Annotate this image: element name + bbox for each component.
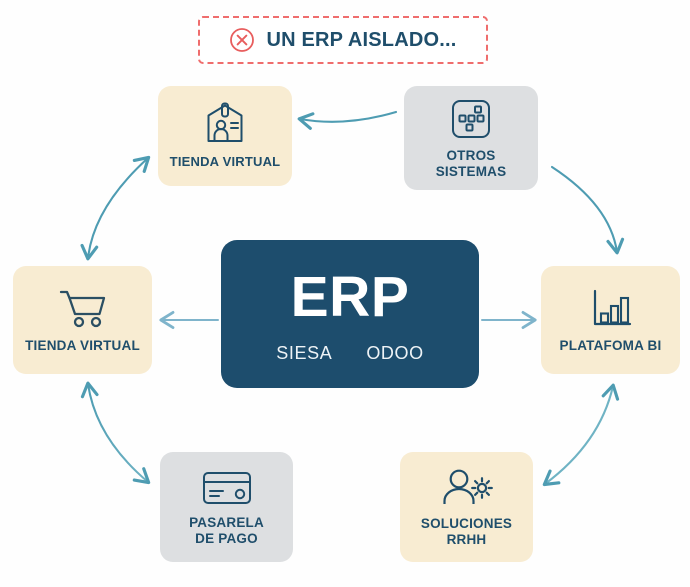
card-label: PLATAFOMA BI (559, 337, 662, 353)
bar-chart-icon (586, 286, 636, 332)
grid-squares-icon (448, 96, 494, 142)
card-label: TIENDA VIRTUAL (169, 154, 281, 170)
erp-vendor-siesa: SIESA (276, 342, 333, 363)
card-label: PASARELA DE PAGO (189, 514, 264, 546)
erp-vendor-odoo: ODOO (366, 342, 424, 363)
isolated-erp-banner: UN ERP AISLADO... (198, 16, 488, 64)
circle-x-icon (229, 27, 255, 53)
arrow-otros-to-plataforma (550, 165, 625, 255)
erp-subtitle-row: SIESA ODOO (276, 343, 423, 364)
id-badge-person-icon (201, 102, 249, 148)
banner-text: UN ERP AISLADO... (266, 28, 457, 51)
card-label: TIENDA VIRTUAL (25, 337, 140, 353)
arrow-tienda-top-to-tienda-left (80, 155, 151, 261)
card-label: OTROS SISTEMAS (435, 147, 507, 179)
arrow-tienda-left-to-pasarela (80, 381, 151, 485)
card-plataforma-bi[interactable]: PLATAFOMA BI (541, 266, 680, 374)
card-soluciones-rrhh[interactable]: SOLUCIONES RRHH (400, 452, 533, 562)
credit-card-icon (199, 467, 255, 509)
person-gear-icon (439, 466, 495, 510)
card-pasarela-de-pago[interactable]: PASARELA DE PAGO (160, 452, 293, 562)
card-tienda-virtual-top[interactable]: TIENDA VIRTUAL (158, 86, 292, 186)
arrow-rrhh-to-plataforma (542, 383, 620, 487)
erp-title: ERP (290, 264, 410, 329)
arrow-otros-to-tienda-top (297, 110, 398, 130)
erp-center-box: ERP SIESA ODOO (221, 240, 479, 388)
card-label: SOLUCIONES RRHH (420, 515, 513, 547)
card-tienda-virtual-left[interactable]: TIENDA VIRTUAL (13, 266, 152, 374)
card-otros-sistemas[interactable]: OTROS SISTEMAS (404, 86, 538, 190)
shopping-cart-icon (56, 286, 110, 332)
